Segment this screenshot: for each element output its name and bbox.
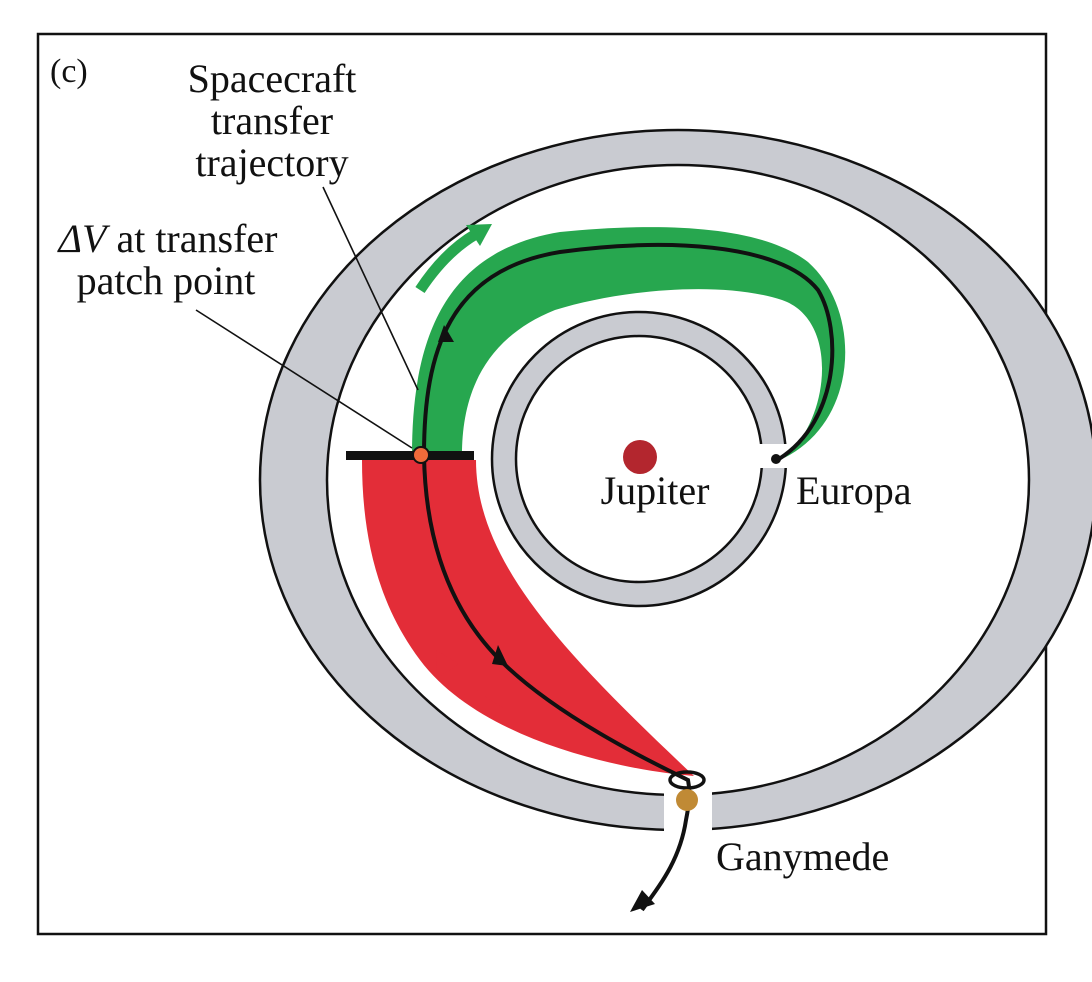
green-direction-arrow <box>415 224 492 294</box>
trajectory-arrowhead-start <box>630 890 655 912</box>
europa-label: Europa <box>796 468 912 513</box>
delta-v-label-line2: patch point <box>77 258 256 303</box>
delta-v-symbol: ΔV <box>57 216 111 261</box>
ganymede-body <box>676 789 698 811</box>
trajectory-label-line1: Spacecraft <box>188 56 357 101</box>
ganymede-flyby-loop <box>668 770 706 790</box>
trajectory-arrowhead-upper <box>438 325 454 342</box>
patch-point-bar <box>346 451 474 460</box>
label-leader-trajectory <box>322 186 419 391</box>
ganymede-orbit-ring <box>258 128 1092 832</box>
delta-v-label-rest: at transfer <box>106 216 277 261</box>
trajectory-arrowhead-mid <box>492 645 508 666</box>
green-transfer-region <box>412 227 846 458</box>
red-transfer-region <box>362 460 694 776</box>
jupiter-label: Jupiter <box>601 468 710 513</box>
panel-label: (c) <box>50 53 88 90</box>
europa-orbit-ring <box>490 310 788 608</box>
delta-v-label-line1: ΔV at transfer <box>57 216 278 261</box>
ganymede-label: Ganymede <box>716 834 889 879</box>
trajectory-label-line3: trajectory <box>195 140 348 185</box>
europa-flyby-point <box>771 454 781 464</box>
jupiter-body <box>623 440 657 474</box>
red-direction-arrow <box>436 650 503 717</box>
patch-point-marker <box>412 446 430 464</box>
trajectory-label-line2: transfer <box>211 98 333 143</box>
label-leader-delta-v <box>195 309 413 449</box>
